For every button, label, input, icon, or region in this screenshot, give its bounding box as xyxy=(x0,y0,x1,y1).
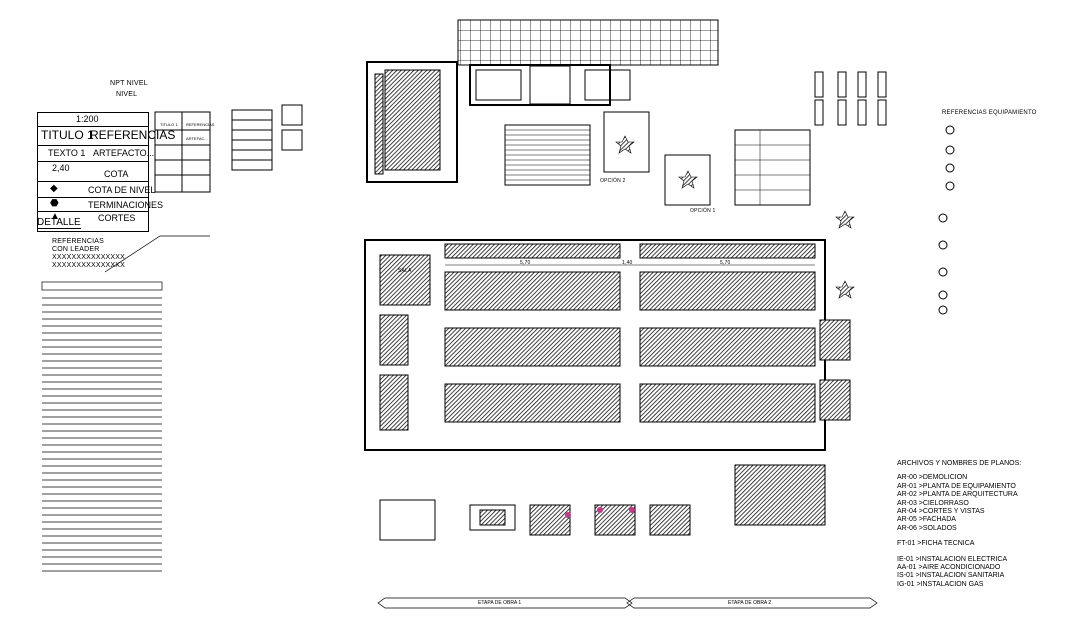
small-table-2 xyxy=(231,104,303,171)
legend-text1: TEXTO 1 xyxy=(48,148,86,158)
legend-cota-value: 2,40 xyxy=(52,163,70,173)
file-item: AR-05 >FACHADA xyxy=(897,516,956,524)
plan-file-list: ARCHIVOS Y NOMBRES DE PLANOS: AR-00 >DEM… xyxy=(897,460,1021,589)
desk-clusters xyxy=(379,210,855,431)
legend-box: 1:200 TITULO 1 REFERENCIAS TEXTO 1 ARTEF… xyxy=(37,112,175,232)
install-item: IG-01 >INSTALACION GAS xyxy=(897,580,984,588)
small-table-title: TITULO 1 xyxy=(160,122,178,127)
entrance-box-right xyxy=(584,69,631,101)
install-item: IE-01 >INSTALACION ELECTRICA xyxy=(897,555,1008,563)
upper-room-desk-column xyxy=(374,73,384,175)
leader-refs-x1: XXXXXXXXXXXXXXX xyxy=(52,254,126,261)
leader-refs-x2: XXXXXXXXXXXXXXX xyxy=(52,262,126,269)
stage1-arrow xyxy=(377,597,633,609)
room-sala: SALA xyxy=(398,268,412,274)
small-table-1 xyxy=(154,111,211,193)
file-item: AR-02 >PLANTA DE ARQUITECTURA xyxy=(897,491,1018,499)
file-item: AR-00 >DEMOLICION xyxy=(897,474,968,482)
file-list-heading: ARCHIVOS Y NOMBRES DE PLANOS: xyxy=(897,460,1022,467)
legend-title: TITULO 1 xyxy=(41,128,94,142)
option1-table xyxy=(678,170,698,189)
leader-refs-con: CON LEADER xyxy=(52,246,100,253)
dim-2: 1,40 xyxy=(622,260,633,266)
option2-label: OPCIÓN 2 xyxy=(600,178,626,184)
legend-terminaciones: TERMINACIONES xyxy=(88,200,164,210)
equipment-refs-title: REFERENCIAS EQUIPAMIENTO xyxy=(942,110,1037,116)
entrance-door xyxy=(529,65,571,105)
upper-room-desks xyxy=(384,69,441,171)
right-furniture xyxy=(814,71,887,126)
option1-label: OPCIÓN 1 xyxy=(690,208,716,214)
stairs xyxy=(504,124,591,186)
bottom-meeting-tables xyxy=(379,464,826,541)
file-item: AR-06 >SOLADOS xyxy=(897,524,957,532)
legend-detalle: DETALLE xyxy=(37,217,81,229)
left-line-list xyxy=(41,281,163,572)
leader-refs-title: REFERENCIAS xyxy=(52,238,104,245)
leader-refs: REFERENCIAS CON LEADER XXXXXXXXXXXXXXX X… xyxy=(52,238,125,270)
upper-room-wall xyxy=(366,61,458,183)
small-table-item: ARTEFAC... xyxy=(186,136,208,141)
legend-cortes: CORTES xyxy=(98,213,136,223)
legend-artefacto: ARTEFACTO... xyxy=(93,148,155,158)
legend-scale: 1:200 xyxy=(76,114,99,124)
equipment-ref-markers xyxy=(938,125,955,315)
legend-cota-nivel: COTA DE NIVEL xyxy=(88,185,156,195)
finish-marker-icon: ⬣ xyxy=(50,198,59,209)
install-item: IS-01 >INSTALACION SANITARIA xyxy=(897,572,1005,580)
small-table-ref: REFERENCIAS xyxy=(186,122,215,127)
section-triangle-icon: ▲ xyxy=(50,211,60,222)
stage1-label: ETAPA DE OBRA 1 xyxy=(478,600,522,606)
file-item: AR-03 >CIELORRASO xyxy=(897,499,969,507)
level-label: NPT NIVEL xyxy=(110,80,148,87)
level-sub: NIVEL xyxy=(116,91,138,98)
install-item: AA-01 >AIRE ACONDICIONADO xyxy=(897,564,1001,572)
option1-room xyxy=(664,154,711,206)
office-table-block xyxy=(734,129,811,206)
dim-1: 5,70 xyxy=(520,260,531,266)
dim-3: 5,70 xyxy=(720,260,731,266)
legend-cota: COTA xyxy=(104,169,129,179)
file-item: AR-04 >CORTES Y VISTAS xyxy=(897,508,985,516)
option2-room xyxy=(603,111,650,173)
ficha-item: FT-01 >FICHA TECNICA xyxy=(897,540,975,548)
option2-table xyxy=(615,135,635,154)
leader-line xyxy=(104,235,210,273)
legend-references: REFERENCIAS xyxy=(90,128,176,142)
stage2-arrow xyxy=(626,597,878,609)
grid-block xyxy=(457,19,719,66)
entrance-box-left xyxy=(475,69,522,101)
file-item: AR-01 >PLANTA DE EQUIPAMIENTO xyxy=(897,482,1016,490)
entrance-room xyxy=(469,64,611,106)
level-diamond-icon: ◆ xyxy=(50,183,58,194)
stage2-label: ETAPA DE OBRA 2 xyxy=(728,600,772,606)
